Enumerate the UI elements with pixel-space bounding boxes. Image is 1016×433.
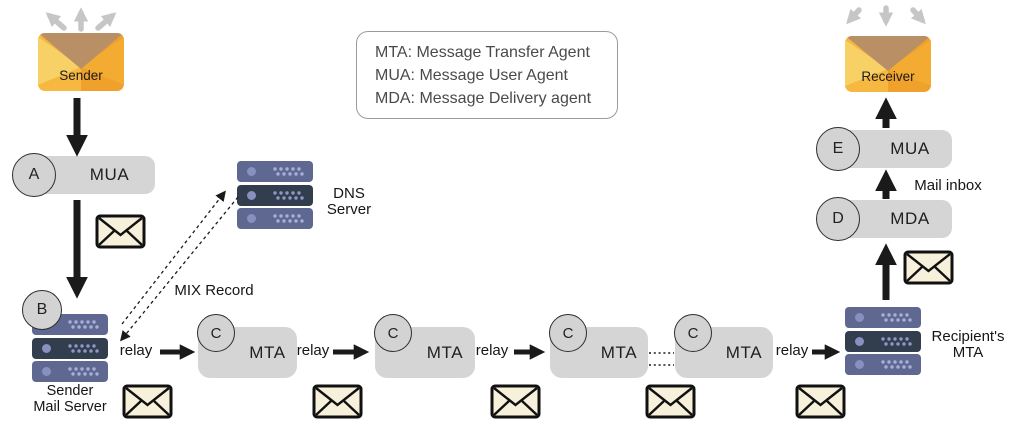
mail-message-icon <box>795 384 846 419</box>
agent-box-recipient-mua: E MUA <box>816 127 952 171</box>
agent-label: MTA <box>600 342 638 362</box>
server-unit <box>845 307 921 328</box>
legend-line-mda: MDA: Message Delivery agent <box>375 89 592 107</box>
relay-label-4: relay <box>775 342 809 359</box>
server-unit <box>32 337 108 359</box>
step-badge-c: C <box>549 314 587 352</box>
agent-label: MTA <box>426 342 464 362</box>
dns-query-arrow <box>121 190 226 325</box>
step-badge-a: A <box>12 153 56 197</box>
server-unit <box>845 354 921 375</box>
step-badge-c: C <box>674 314 712 352</box>
receiver-broadcast-arrows <box>846 5 926 27</box>
legend-box: MTA: Message Transfer Agent MUA: Message… <box>356 31 618 119</box>
mail-inbox-label: Mail inbox <box>914 177 982 194</box>
recipient-mta-label: Recipient's MTA <box>931 328 1005 361</box>
agent-label: MUA <box>890 139 930 158</box>
sender-label: Sender <box>59 68 103 83</box>
dns-server-label: DNS Server <box>326 185 372 218</box>
receiver-label: Receiver <box>861 69 915 84</box>
sender-broadcast-arrows <box>45 7 117 32</box>
server-unit <box>237 208 313 229</box>
agent-label: MTA <box>725 342 763 362</box>
mail-message-icon <box>490 384 541 419</box>
mail-message-icon <box>95 214 146 249</box>
agent-label: MUA <box>89 165 130 184</box>
agent-box-mta-1: C MTA <box>197 314 297 378</box>
agent-box-sender-mua: A MUA <box>12 153 155 197</box>
agent-box-mta-2: C MTA <box>374 314 475 378</box>
legend-line-mua: MUA: Message User Agent <box>375 66 568 84</box>
agent-label: MTA <box>249 342 286 362</box>
server-unit <box>32 361 108 382</box>
agent-box-mta-4: C MTA <box>674 314 773 378</box>
step-badge-e: E <box>816 127 860 171</box>
agent-box-recipient-mda: D MDA <box>816 197 952 241</box>
flow-arrows <box>66 97 897 300</box>
mail-message-icon <box>122 384 173 419</box>
chain-ellipsis <box>649 352 674 366</box>
envelope-graphic <box>845 36 931 92</box>
agent-box-mta-3: C MTA <box>549 314 648 378</box>
dns-server-icon <box>237 161 313 232</box>
legend-line-mta: MTA: Message Transfer Agent <box>375 43 590 61</box>
sender-mail-server-label: Sender Mail Server <box>33 383 107 415</box>
server-unit <box>237 161 313 182</box>
agent-label: MDA <box>890 209 930 228</box>
server-unit <box>845 330 921 352</box>
envelope-graphic <box>38 33 124 91</box>
relay-label-2: relay <box>296 342 330 359</box>
sender-envelope-icon: Sender <box>38 33 124 91</box>
recipient-mta-server-icon <box>845 307 921 378</box>
step-badge-c: C <box>374 314 412 352</box>
step-badge-d: D <box>816 197 860 241</box>
step-badge-c: C <box>197 314 235 352</box>
receiver-envelope-icon: Receiver <box>845 36 931 92</box>
relay-label-3: relay <box>475 342 509 359</box>
sender-mail-server-icon <box>32 314 108 385</box>
mix-record-label: MIX Record <box>174 282 254 299</box>
mail-message-icon <box>312 384 363 419</box>
step-badge-b: B <box>22 290 62 330</box>
server-unit <box>237 184 313 206</box>
mail-message-icon <box>645 384 696 419</box>
mail-message-icon <box>903 250 954 285</box>
relay-label-1: relay <box>119 342 153 359</box>
